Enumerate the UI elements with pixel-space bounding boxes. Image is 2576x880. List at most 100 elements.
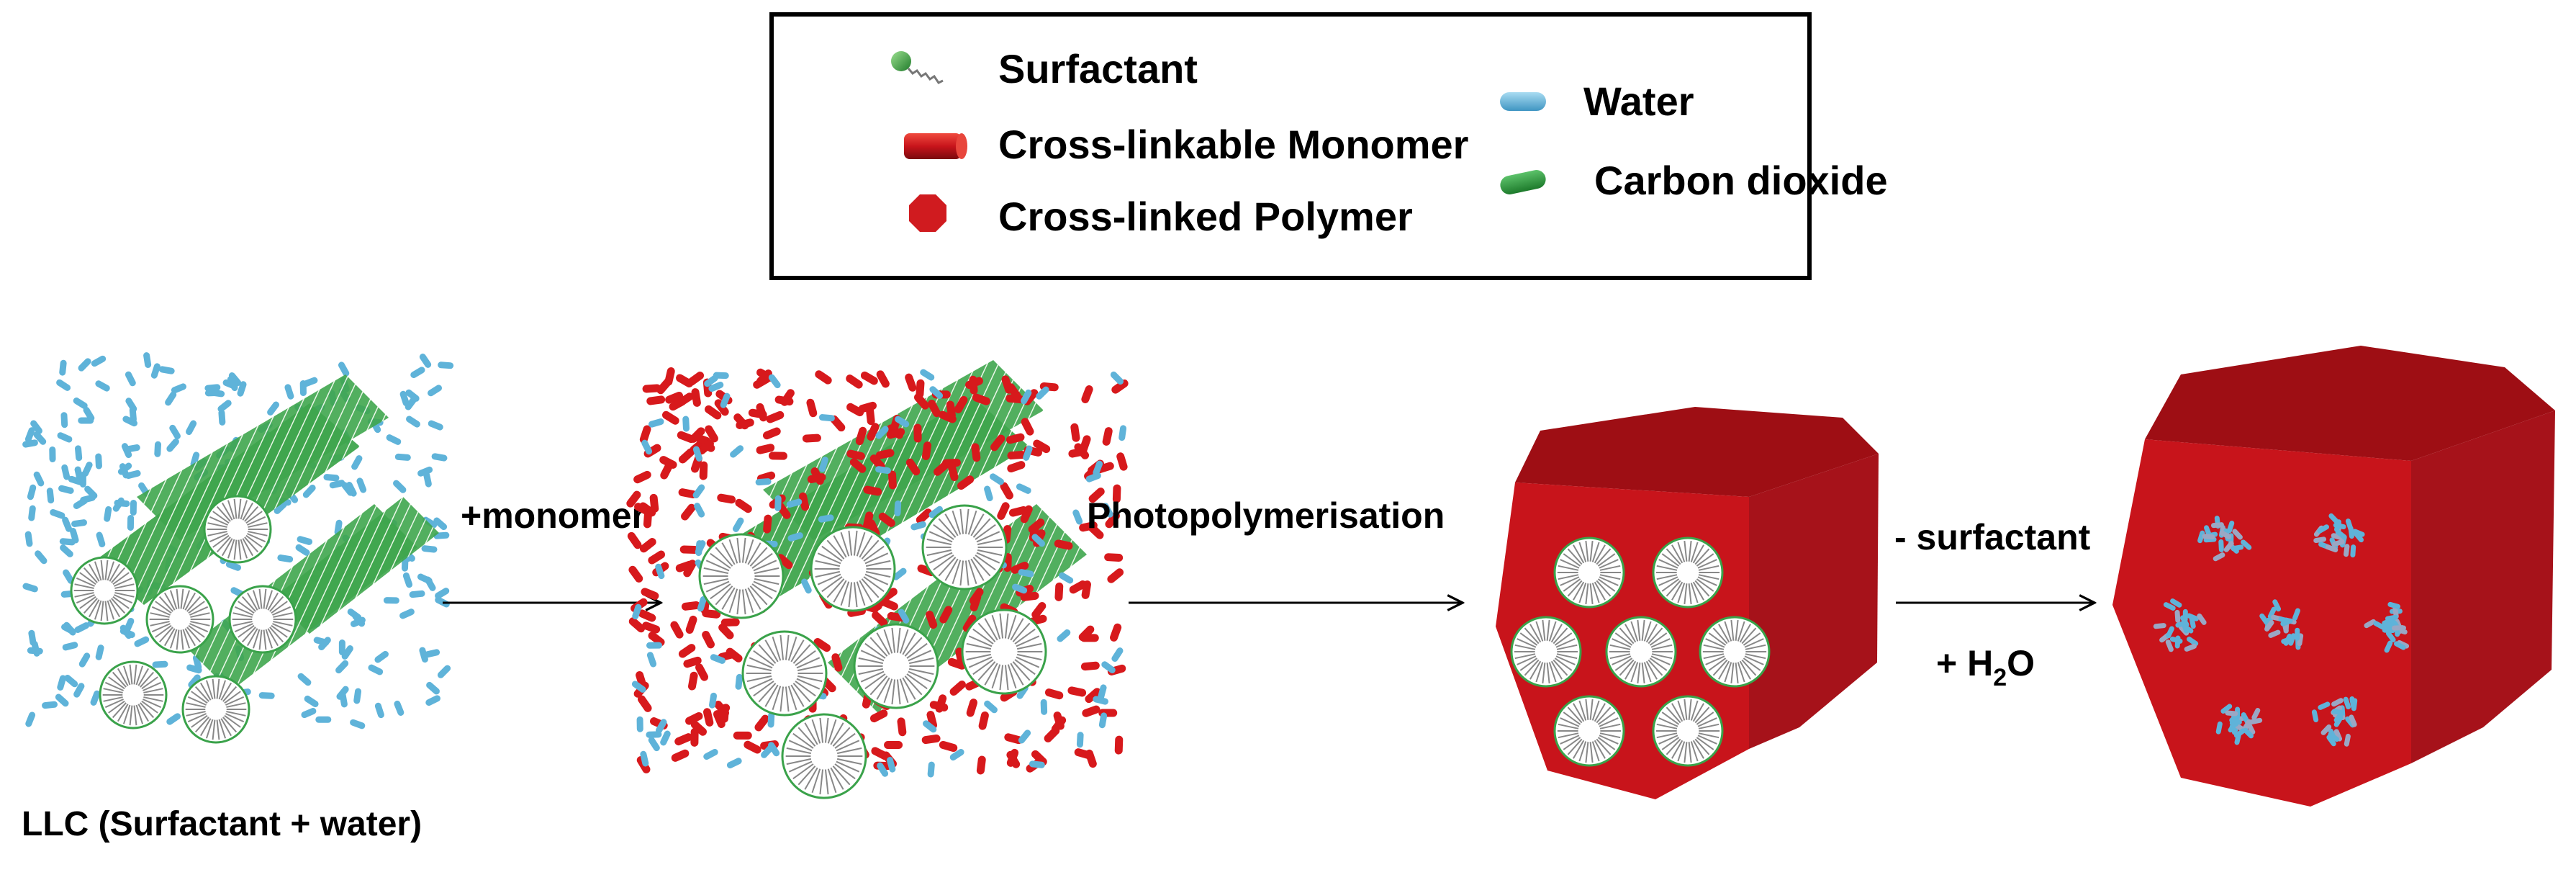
monomer-molecule: [687, 372, 705, 386]
monomer-molecule: [913, 423, 922, 443]
water-molecule: [2343, 696, 2351, 710]
water-molecule: [2332, 539, 2345, 547]
micelle: [228, 585, 297, 654]
water-molecule: [2264, 620, 2274, 632]
monomer-molecule: [1080, 661, 1100, 671]
monomer-molecule: [656, 377, 672, 395]
water-molecule: [122, 416, 138, 427]
micelle: [698, 533, 785, 619]
water-molecule: [75, 445, 83, 462]
water-molecule: [2215, 721, 2223, 735]
water-molecule: [64, 674, 78, 688]
water-molecule: [95, 645, 104, 660]
micelle: [1510, 616, 1582, 688]
water-molecule: [188, 674, 201, 688]
monomer-molecule: [671, 749, 690, 762]
water-molecule: [2213, 552, 2225, 562]
mesoporous-block: [2112, 346, 2555, 807]
water-molecule: [1029, 760, 1045, 768]
pore-cluster: [2311, 696, 2358, 747]
water-molecule: [30, 420, 42, 434]
monomer-molecule: [916, 379, 925, 398]
water-molecule: [74, 466, 83, 482]
water-molecule: [341, 645, 353, 660]
water-molecule: [2170, 598, 2182, 608]
water-molecule: [91, 355, 107, 367]
monomer-molecule: [627, 531, 642, 549]
water-molecule: [641, 439, 653, 455]
water-molecule: [2197, 613, 2207, 625]
water-molecule: [2197, 530, 2205, 544]
water-molecule: [130, 500, 137, 516]
monomer-molecule: [867, 519, 880, 537]
water-molecule: [892, 567, 907, 580]
water-molecule: [895, 416, 910, 428]
water-molecule: [410, 367, 425, 379]
monomer-molecule: [626, 490, 641, 508]
water-molecule: [2229, 717, 2242, 725]
water-molecule: [27, 484, 37, 500]
water-molecule: [60, 544, 73, 557]
pore-cluster: [2259, 599, 2304, 650]
monomer-molecule: [1067, 686, 1087, 697]
water-molecule: [302, 377, 318, 387]
micelle: [810, 526, 896, 612]
water-molecule: [338, 362, 350, 377]
monomer-molecule: [1111, 379, 1129, 394]
water-molecule: [127, 515, 135, 531]
water-molecule: [68, 475, 84, 485]
pore-cluster: [2364, 601, 2410, 653]
water-molecule: [56, 379, 71, 391]
monomer-molecule: [872, 611, 888, 627]
water-molecule: [2220, 704, 2233, 714]
water-molecule: [2344, 733, 2351, 747]
monomer-molecule: [878, 512, 895, 527]
water-molecule: [22, 583, 38, 593]
water-molecule: [710, 654, 726, 664]
water-molecule: [787, 532, 803, 542]
water-molecule: [929, 386, 944, 399]
monomer-molecule: [649, 493, 659, 513]
monomer-molecule: [1007, 451, 1026, 460]
monomer-molecule: [766, 410, 785, 423]
water-molecule: [767, 711, 775, 728]
carbon-dioxide-icon: [1500, 170, 1546, 194]
monomer-molecule: [756, 444, 775, 454]
water-molecule: [2165, 639, 2174, 652]
monomer-molecule: [736, 418, 754, 429]
water-molecule: [2384, 640, 2393, 653]
water-molecule: [417, 466, 433, 477]
water-molecule: [277, 555, 294, 563]
water-molecule: [2166, 626, 2174, 639]
monomer-molecule: [802, 434, 821, 443]
water-molecule: [646, 652, 657, 668]
water-molecule: [2169, 636, 2183, 644]
water-molecule: [2393, 641, 2406, 650]
step-label-surfactant-removal: - surfactant: [1894, 517, 2091, 557]
monomer-molecule: [1051, 716, 1067, 733]
monomer-molecule: [1085, 688, 1101, 704]
water-molecule: [735, 673, 743, 690]
water-molecule: [2311, 709, 2319, 723]
water-molecule: [402, 572, 413, 588]
water-molecule: [886, 757, 896, 773]
monomer-molecule: [846, 374, 863, 389]
monomer-molecule: [813, 638, 831, 652]
monomer-molecule: [754, 714, 769, 732]
water-molecule: [301, 707, 317, 719]
monomer-molecule: [916, 508, 932, 524]
monomer-molecule: [687, 671, 698, 691]
micelle: [145, 585, 214, 654]
block-side-face: [1749, 454, 1879, 749]
water-molecule: [125, 371, 136, 387]
water-molecule: [1036, 386, 1049, 400]
water-molecule: [692, 484, 705, 499]
legend-label-polymer: Cross-linked Polymer: [998, 194, 1413, 239]
monomer-molecule: [1033, 439, 1051, 454]
water-molecule: [703, 748, 718, 760]
water-molecule: [386, 434, 402, 445]
micelle: [181, 675, 250, 744]
water-molecule: [82, 462, 93, 477]
water-molecule: [984, 700, 998, 714]
water-molecule: [819, 457, 828, 472]
